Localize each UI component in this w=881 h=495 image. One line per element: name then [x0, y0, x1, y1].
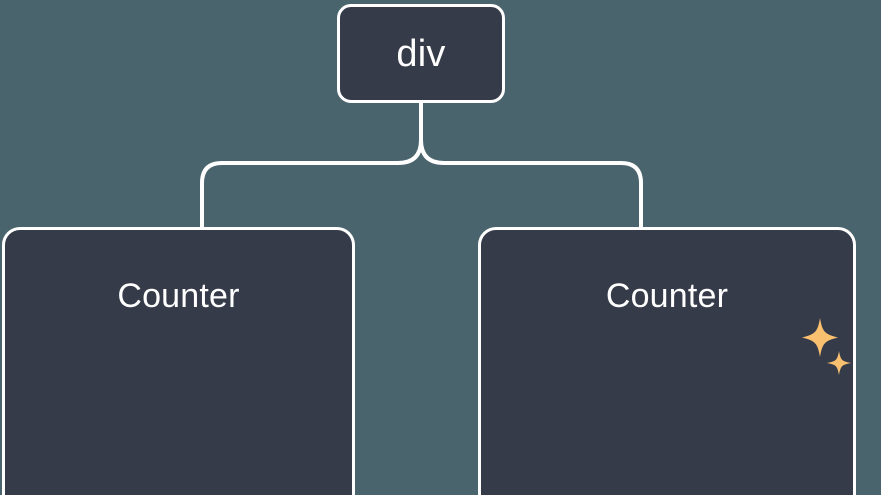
component-card-counter-right[interactable]: Counter count 1 — [478, 227, 856, 495]
root-node-div[interactable]: div — [337, 4, 505, 103]
root-node-label: div — [396, 32, 446, 75]
sparkle-small-icon — [827, 351, 851, 375]
sparkle-large-icon — [802, 318, 838, 357]
sparkles-group — [802, 318, 851, 375]
component-title: Counter — [117, 277, 240, 315]
component-title: Counter — [605, 277, 729, 315]
component-card-counter-left[interactable]: Counter count 0 — [2, 227, 355, 495]
